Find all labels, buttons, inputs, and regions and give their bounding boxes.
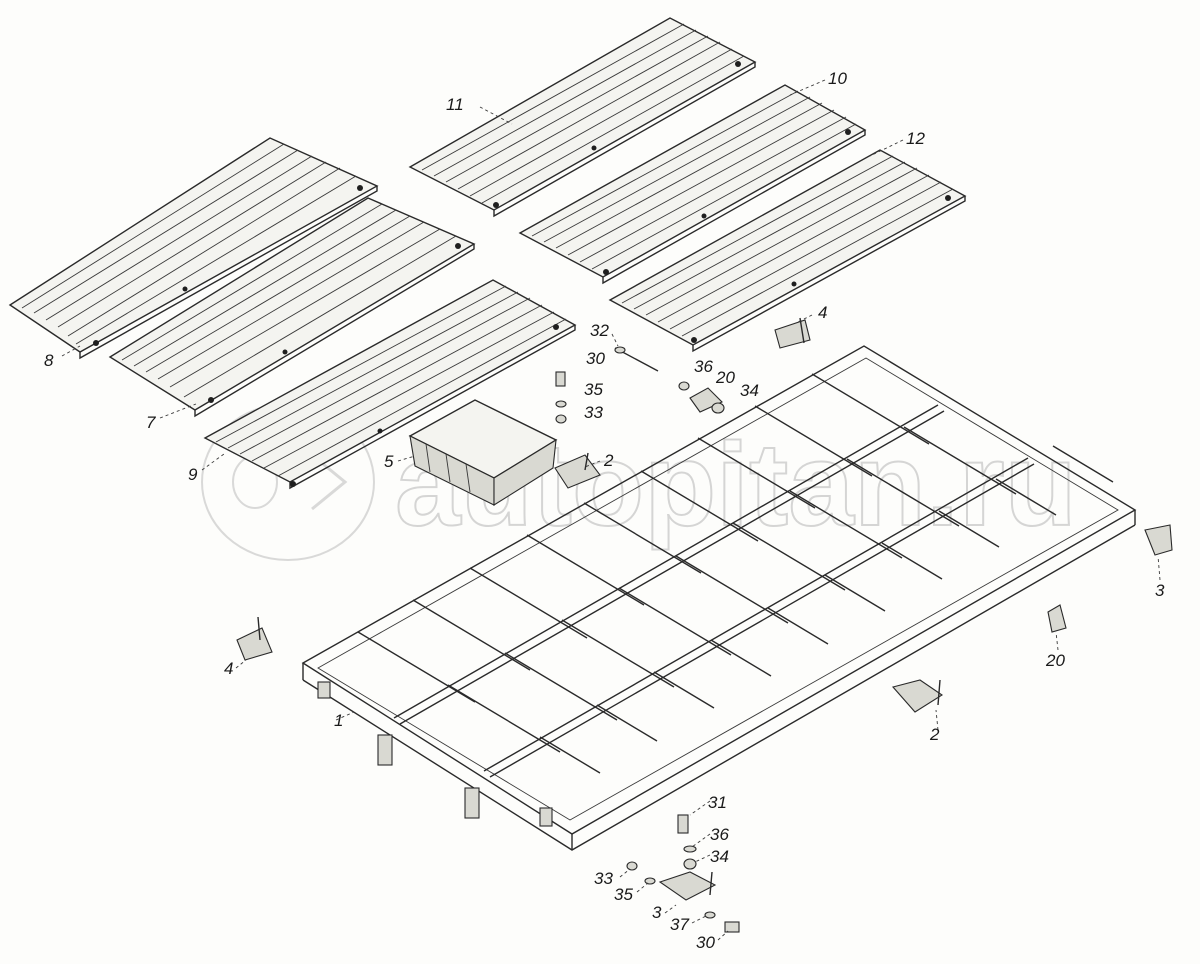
floor-panel-10 <box>518 84 867 285</box>
floor-panel-7 <box>108 197 476 418</box>
callout-35-upper: 35 <box>584 380 603 399</box>
bracket-3-right <box>1144 524 1173 556</box>
callout-36-upper: 36 <box>694 357 713 376</box>
callout-3-lower: 3 <box>652 903 662 922</box>
bracket-3-lower <box>658 871 717 901</box>
callout-20-upper: 20 <box>715 368 735 387</box>
callout-12: 12 <box>906 129 925 148</box>
base-frame <box>301 345 1137 851</box>
callout-20-right: 20 <box>1045 651 1065 670</box>
callout-31: 31 <box>708 793 727 812</box>
bracket-20-right <box>1047 604 1067 633</box>
callout-33-upper: 33 <box>584 403 603 422</box>
callout-32: 32 <box>590 321 609 340</box>
callout-36-lower: 36 <box>710 825 729 844</box>
bracket-4-lower <box>236 616 273 661</box>
callout-34-lower: 34 <box>710 847 729 866</box>
bracket-2-upper <box>554 452 601 489</box>
callout-10: 10 <box>828 69 847 88</box>
callout-4-lower: 4 <box>224 659 233 678</box>
callout-1: 1 <box>334 711 343 730</box>
callout-3-right: 3 <box>1155 581 1165 600</box>
pin-32 <box>614 346 659 372</box>
callout-7: 7 <box>146 413 156 432</box>
callout-37: 37 <box>670 915 689 934</box>
floor-panel-11 <box>408 17 757 218</box>
callout-5: 5 <box>384 452 394 471</box>
floor-panel-8 <box>8 137 379 360</box>
callout-33-lower: 33 <box>594 869 613 888</box>
floor-panel-9 <box>203 279 577 490</box>
callout-35-lower: 35 <box>614 885 633 904</box>
callout-2-upper: 2 <box>603 451 614 470</box>
fastener-group-lower <box>626 814 740 933</box>
callout-30-lower: 30 <box>696 933 715 952</box>
callout-4-upper: 4 <box>818 303 827 322</box>
bracket-20-upper <box>689 387 723 413</box>
floor-panel-12 <box>608 149 967 353</box>
bracket-4-upper <box>774 317 811 349</box>
bracket-2-lower <box>891 679 944 713</box>
fastener-group-upper <box>555 371 725 424</box>
callout-34-upper: 34 <box>740 381 759 400</box>
callout-11: 11 <box>446 95 464 114</box>
callout-30-upper: 30 <box>586 349 605 368</box>
callout-9: 9 <box>188 465 198 484</box>
callout-labels: 1 2 2 3 3 4 4 5 7 8 9 10 11 12 20 20 30 … <box>44 69 1165 952</box>
callout-2-lower: 2 <box>929 725 940 744</box>
callout-8: 8 <box>44 351 54 370</box>
leader-lines <box>61 79 1161 941</box>
part-5-box <box>408 399 558 506</box>
